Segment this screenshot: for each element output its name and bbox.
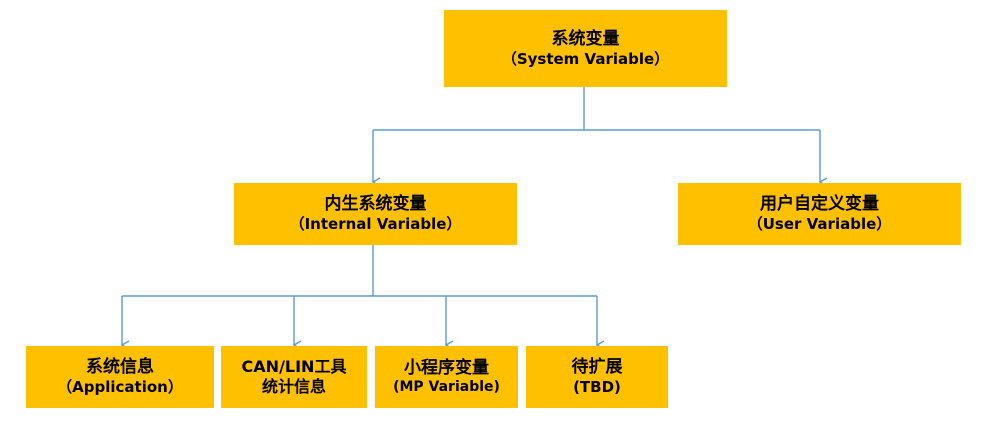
node-subtitle: （User Variable） [747,215,892,234]
node-subtitle: （System Variable） [501,49,670,68]
node-user-variable: 用户自定义变量 （User Variable） [678,183,961,245]
node-subtitle: （Internal Variable） [289,215,462,234]
node-can-lin-statistics: CAN/LIN工具 统计信息 [221,346,367,408]
node-title: 内生系统变量 [324,194,427,214]
node-application: 系统信息 （Application） [26,346,214,408]
node-subtitle: (MP Variable) [393,378,500,395]
node-title: 小程序变量 [404,357,489,378]
node-title: 待扩展 [571,357,623,377]
node-subtitle: （Application） [57,378,183,397]
node-title: 用户自定义变量 [760,194,879,214]
node-subtitle: (TBD) [573,378,621,397]
node-internal-variable: 内生系统变量 （Internal Variable） [234,183,517,245]
node-title: 系统信息 [86,357,154,377]
node-title: CAN/LIN工具 [241,357,347,376]
node-title: 系统变量 [551,28,620,49]
node-system-variable: 系统变量 （System Variable） [444,10,727,87]
node-mp-variable: 小程序变量 (MP Variable) [375,346,518,408]
node-tbd: 待扩展 (TBD) [526,346,668,408]
node-subtitle: 统计信息 [261,377,326,396]
